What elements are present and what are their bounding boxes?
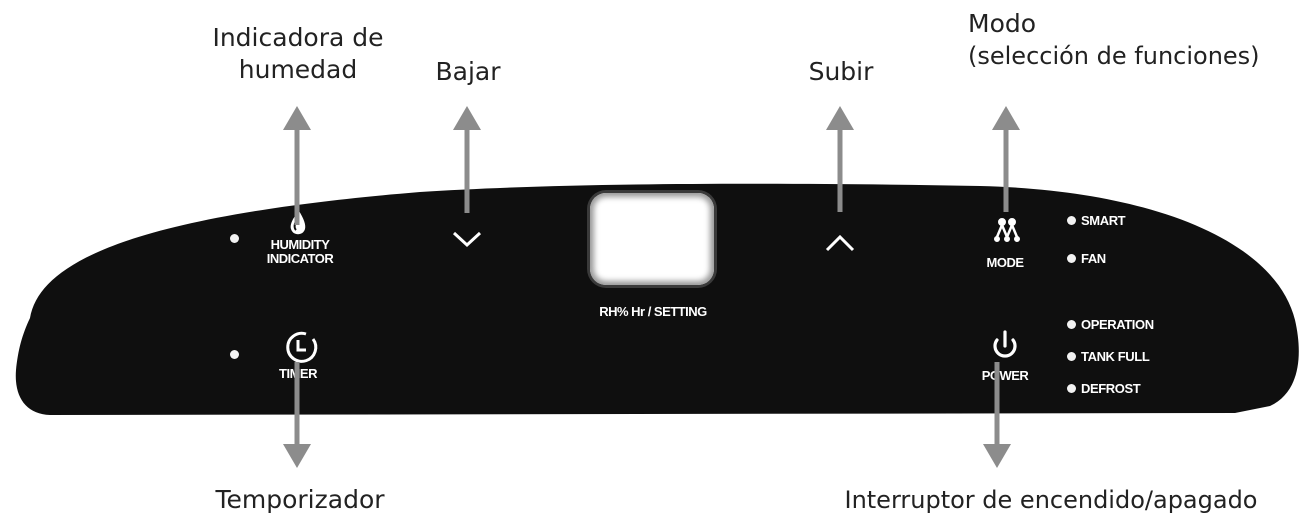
humidity-callout-line-2: humedad <box>238 55 358 84</box>
humidity-label-line-2: INDICATOR <box>266 251 334 266</box>
chevron-up-icon[interactable] <box>825 234 855 252</box>
tank-full-led <box>1067 352 1076 361</box>
raise-callout: Subir <box>808 57 874 86</box>
display-label: RH% Hr / SETTING <box>599 304 707 319</box>
humidity-label-line-1: HUMIDITY <box>270 237 330 252</box>
humidity-arrowhead <box>283 106 311 130</box>
mode-callout-line-1: Modo <box>968 9 1037 38</box>
mode-callout-line-2: (selección de funciones) <box>968 42 1260 70</box>
humidity-callout: Indicadora de humedad <box>196 22 400 86</box>
mode-callout: Modo (selección de funciones) <box>968 8 1288 72</box>
fan-indicator-label: FAN <box>1081 251 1106 266</box>
timer-callout: Temporizador <box>215 485 385 514</box>
clock-icon <box>286 331 318 363</box>
lower-callout: Bajar <box>435 57 501 86</box>
smart-indicator-label: SMART <box>1081 213 1126 228</box>
chevron-down-icon[interactable] <box>452 231 482 248</box>
display-screen <box>590 193 714 285</box>
mode-arrowhead <box>992 106 1020 130</box>
humidity-led <box>230 234 239 243</box>
power-arrowhead <box>983 444 1011 468</box>
operation-led <box>1067 320 1076 329</box>
power-icon <box>993 330 1017 358</box>
mode-icon <box>994 218 1020 242</box>
humidity-indicator-label: HUMIDITY INDICATOR <box>250 238 350 266</box>
power-callout: Interruptor de encendido/apagado <box>844 486 1258 514</box>
mode-label: MODE <box>986 255 1025 270</box>
lower-arrowhead <box>453 106 481 130</box>
operation-indicator-label: OPERATION <box>1081 317 1154 332</box>
power-label: POWER <box>981 368 1029 383</box>
defrost-led <box>1067 384 1076 393</box>
panel-shape <box>15 183 1299 415</box>
humidity-callout-line-1: Indicadora de <box>212 23 384 52</box>
fan-led <box>1067 254 1076 263</box>
timer-led <box>230 350 239 359</box>
defrost-indicator-label: DEFROST <box>1081 381 1141 396</box>
timer-arrowhead <box>283 444 311 468</box>
smart-led <box>1067 216 1076 225</box>
raise-arrowhead <box>826 106 854 130</box>
tank-full-indicator-label: TANK FULL <box>1081 349 1150 364</box>
